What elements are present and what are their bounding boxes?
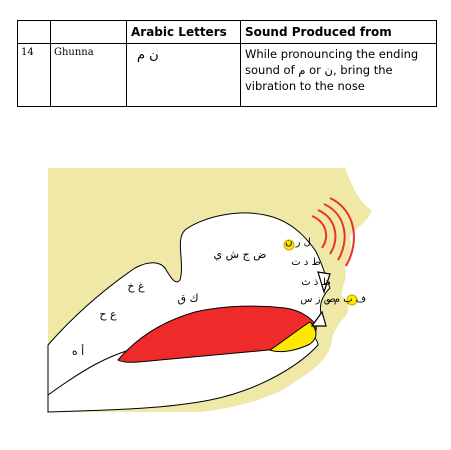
label-throat-mid: ع ح bbox=[99, 308, 117, 321]
row-name: Ghunna bbox=[50, 43, 127, 107]
nasal-vibration-waves bbox=[311, 197, 355, 267]
label-mid-tongue: ض ج ش ي bbox=[214, 248, 267, 261]
description-line-1: While pronouncing the ending bbox=[245, 47, 419, 61]
row-number: 14 bbox=[17, 43, 51, 107]
lower-teeth bbox=[310, 310, 327, 327]
label-teeth-tip: ظ ذ ث bbox=[301, 277, 330, 288]
row-description: While pronouncing the ending sound of م … bbox=[240, 43, 437, 107]
description-noon: ن bbox=[324, 63, 333, 77]
description-or: or bbox=[309, 63, 321, 77]
label-throat-deep: أ ه bbox=[72, 344, 84, 358]
makharij-table: Arabic Letters Sound Produced from 14 Gh… bbox=[17, 20, 437, 107]
description-line-2e: , bring the bbox=[332, 63, 393, 77]
header-arabic-letters: Arabic Letters bbox=[126, 20, 241, 44]
description-line-3: vibration to the nose bbox=[245, 79, 365, 93]
description-meem: م bbox=[298, 63, 306, 77]
articulation-marker-upper bbox=[283, 239, 295, 251]
description-line-2a: sound of bbox=[245, 63, 295, 77]
label-back-tongue: ك ق bbox=[177, 292, 198, 305]
label-throat-near: غ خ bbox=[127, 280, 145, 293]
header-sound-produced: Sound Produced from bbox=[240, 20, 437, 44]
articulation-marker-lips bbox=[346, 294, 358, 306]
label-lips: ف ب م و bbox=[325, 294, 366, 305]
upper-teeth bbox=[317, 271, 331, 294]
table-row: 14 Ghunna ن م While pronouncing the endi… bbox=[17, 43, 437, 107]
label-lam-ra-noon: ل ر ن bbox=[285, 237, 311, 248]
tongue-tip bbox=[268, 321, 317, 353]
label-whistling: ص ز س bbox=[300, 294, 335, 305]
label-teeth-upper: ط د ت bbox=[291, 257, 320, 268]
